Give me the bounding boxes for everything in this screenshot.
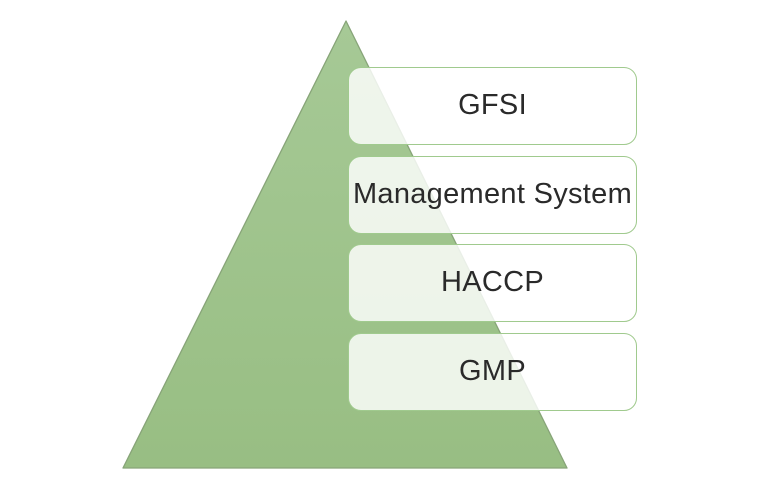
level-box-haccp: HACCP xyxy=(348,244,637,322)
level-box-gmp: GMP xyxy=(348,333,637,411)
level-box-gfsi: GFSI xyxy=(348,67,637,145)
level-box-management-system: Management System xyxy=(348,156,637,234)
level-label-gmp: GMP xyxy=(459,354,526,387)
level-label-gfsi: GFSI xyxy=(458,88,527,121)
level-label-management-system: Management System xyxy=(352,177,633,210)
level-label-haccp: HACCP xyxy=(440,265,544,298)
